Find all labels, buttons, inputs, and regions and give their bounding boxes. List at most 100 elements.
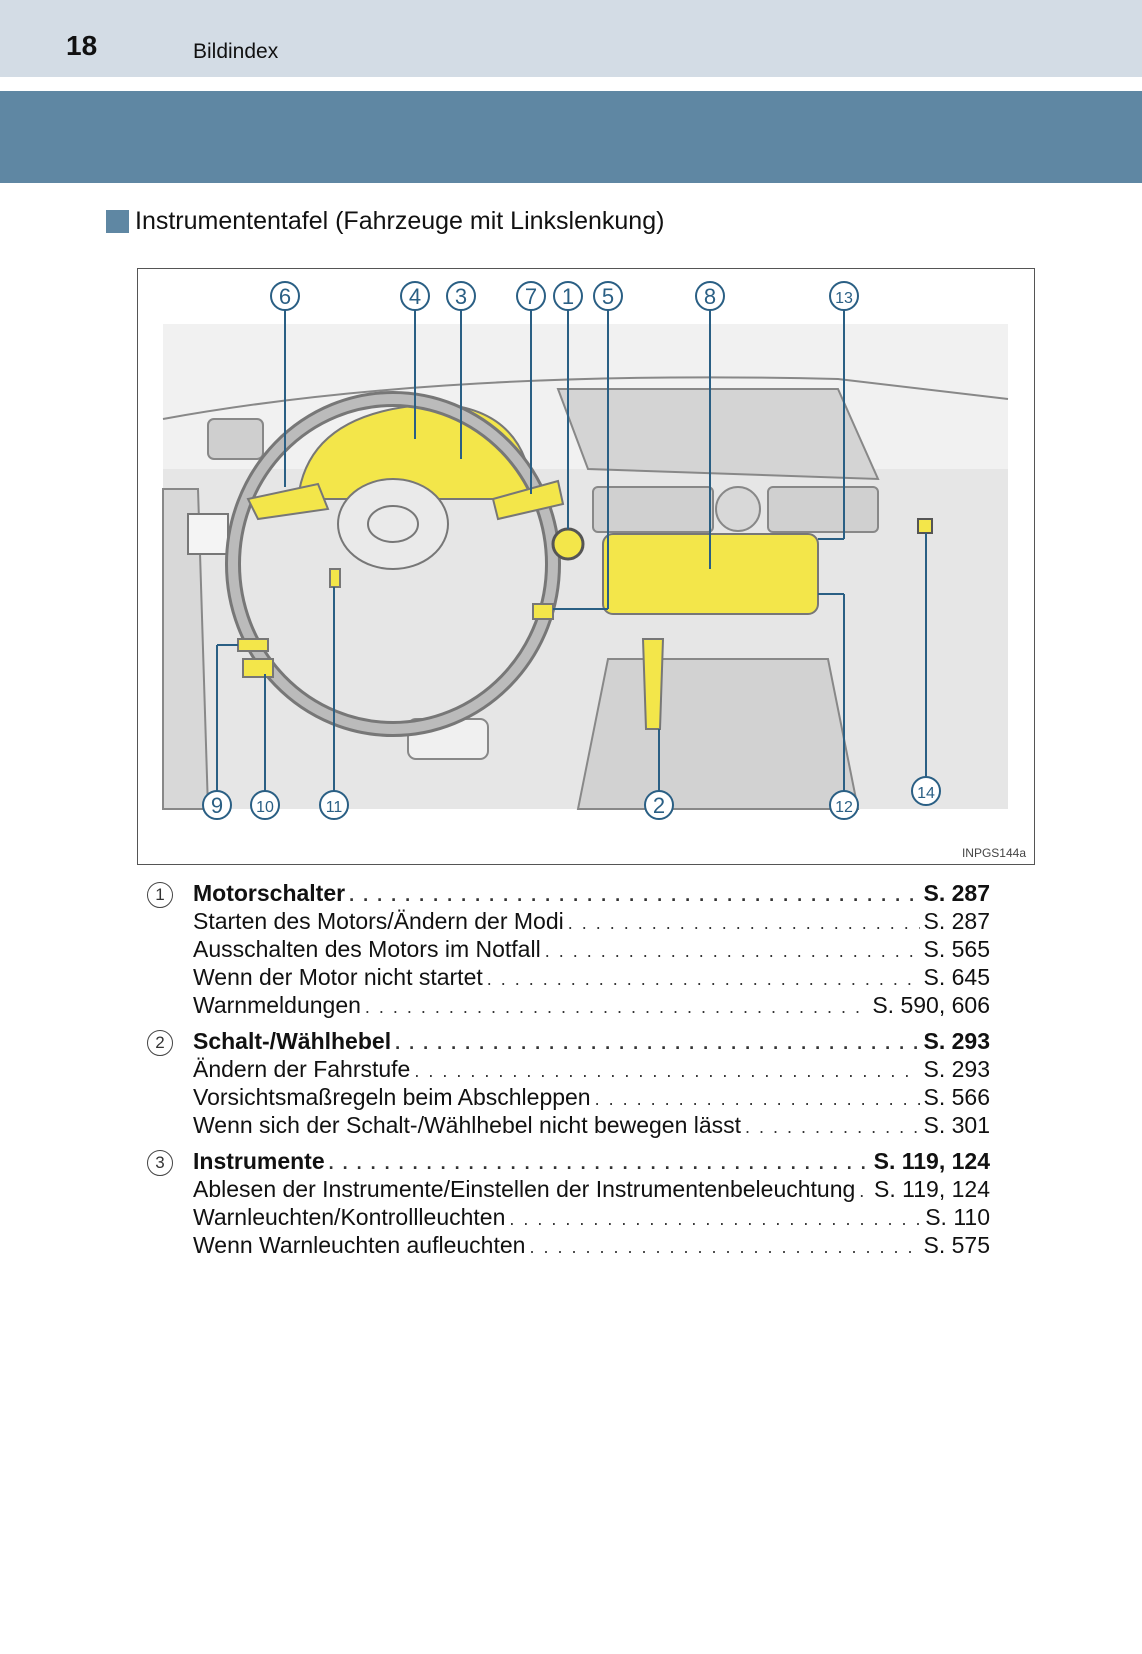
sub-entry: Warnmeldungen S. 590, 606 — [193, 992, 990, 1020]
header-bar: 18 Bildindex — [0, 0, 1142, 77]
sub-entry-label: Wenn Warnleuchten aufleuchten — [193, 1232, 526, 1258]
header-band — [0, 91, 1142, 183]
sub-entry-label: Vorsichtsmaßregeln beim Abschleppen — [193, 1084, 591, 1110]
svg-text:6: 6 — [279, 284, 291, 309]
leader-dots — [545, 941, 920, 962]
callout-12: 12 — [829, 790, 859, 820]
callout-5: 5 — [593, 281, 623, 311]
entry-title: Schalt-/Wählhebel — [193, 1028, 392, 1054]
callout-14: 14 — [911, 776, 941, 806]
leader-dots — [487, 969, 920, 990]
top-callouts: 6 4 3 7 1 5 8 13 — [270, 281, 859, 311]
logo-emblem — [367, 505, 419, 543]
sub-entry-page-link[interactable]: S. 287 — [923, 908, 991, 934]
leader-dots — [745, 1117, 919, 1138]
sub-entry-page-link[interactable]: S. 575 — [923, 1232, 991, 1258]
svg-text:5: 5 — [602, 284, 614, 309]
callout-10: 10 — [250, 790, 280, 820]
index-entry-1: 1 Motorschalter S. 287 Starten des Motor… — [145, 880, 990, 1020]
figure-code: INPGS144a — [961, 846, 1026, 860]
heading-square-icon — [106, 210, 129, 233]
switch-5 — [532, 603, 554, 620]
entry-number: 2 — [147, 1030, 173, 1056]
svg-text:3: 3 — [455, 284, 467, 309]
entry-title: Motorschalter — [193, 880, 346, 906]
sub-entry-label: Ausschalten des Motors im Notfall — [193, 936, 541, 962]
shift-lever — [641, 638, 665, 730]
clock — [715, 486, 761, 532]
leader-dots — [365, 997, 868, 1018]
center-vent-right — [767, 486, 879, 533]
svg-text:9: 9 — [211, 793, 223, 818]
callout-7: 7 — [516, 281, 546, 311]
figure-heading: Instrumententafel (Fahrzeuge mit Linksle… — [106, 207, 664, 236]
svg-text:8: 8 — [704, 284, 716, 309]
callout-6: 6 — [270, 281, 300, 311]
sub-entry: Ausschalten des Motors im Notfall S. 565 — [193, 936, 990, 964]
sub-entry-label: Warnleuchten/Kontrollleuchten — [193, 1204, 506, 1230]
display-screen — [556, 388, 880, 481]
callout-13: 13 — [829, 281, 859, 311]
page-number: 18 — [66, 30, 98, 61]
entry-title-row: Motorschalter S. 287 — [193, 880, 990, 908]
index-entry-3: 3 Instrumente S. 119, 124 Ablesen der In… — [145, 1148, 990, 1260]
sub-entry-page-link[interactable]: S. 645 — [923, 964, 991, 990]
leader-dots — [568, 913, 920, 934]
sub-entry-page-link[interactable]: S. 293 — [923, 1056, 991, 1082]
leader-dots — [414, 1061, 919, 1082]
entry-number: 1 — [147, 882, 173, 908]
sub-entry: Vorsichtsmaßregeln beim Abschleppen S. 5… — [193, 1084, 990, 1112]
entry-page-link[interactable]: S. 293 — [923, 1028, 991, 1054]
sub-entry: Wenn Warnleuchten aufleuchten S. 575 — [193, 1232, 990, 1260]
sub-entry-label: Ändern der Fahrstufe — [193, 1056, 411, 1082]
sub-entry-page-link[interactable]: S. 566 — [923, 1084, 991, 1110]
entry-page-link[interactable]: S. 119, 124 — [873, 1148, 990, 1174]
sub-entry: Ablesen der Instrumente/Einstellen der I… — [193, 1176, 990, 1204]
sub-entry-label: Warnmeldungen — [193, 992, 361, 1018]
center-console — [576, 658, 860, 810]
leader-dots — [509, 1209, 921, 1230]
switch-10 — [242, 658, 274, 678]
entry-title-row: Schalt-/Wählhebel S. 293 — [193, 1028, 990, 1056]
svg-text:13: 13 — [835, 290, 853, 307]
callout-4: 4 — [400, 281, 430, 311]
sub-entry-label: Ablesen der Instrumente/Einstellen der I… — [193, 1176, 856, 1202]
left-vent — [207, 418, 264, 460]
sub-entry: Wenn der Motor nicht startet S. 645 — [193, 964, 990, 992]
svg-text:10: 10 — [256, 799, 274, 816]
entry-number: 3 — [147, 1150, 173, 1176]
callout-8: 8 — [695, 281, 725, 311]
sub-entry: Starten des Motors/Ändern der Modi S. 28… — [193, 908, 990, 936]
leader-dots — [329, 1153, 870, 1174]
sub-entry-page-link[interactable]: S. 590, 606 — [872, 992, 990, 1018]
index-entry-2: 2 Schalt-/Wählhebel S. 293 Ändern der Fa… — [145, 1028, 990, 1140]
leader-dots — [529, 1237, 919, 1258]
index-list: 1 Motorschalter S. 287 Starten des Motor… — [145, 880, 990, 1268]
svg-text:14: 14 — [917, 785, 935, 802]
sub-entry-label: Starten des Motors/Ändern der Modi — [193, 908, 564, 934]
sub-entry-page-link[interactable]: S. 301 — [923, 1112, 991, 1138]
sub-entry: Wenn sich der Schalt-/Wählhebel nicht be… — [193, 1112, 990, 1140]
svg-text:1: 1 — [562, 284, 574, 309]
leader-dots — [859, 1181, 870, 1202]
entry-title: Instrumente — [193, 1148, 325, 1174]
svg-text:2: 2 — [653, 793, 665, 818]
svg-text:7: 7 — [525, 284, 537, 309]
callout-2: 2 — [644, 790, 674, 820]
svg-text:11: 11 — [326, 799, 343, 816]
entry-title-row: Instrumente S. 119, 124 — [193, 1148, 990, 1176]
heading-text: Instrumententafel (Fahrzeuge mit Linksle… — [135, 207, 665, 235]
entry-page-link[interactable]: S. 287 — [923, 880, 991, 906]
callout-1: 1 — [553, 281, 583, 311]
callout-11: 11 — [319, 790, 349, 820]
tilt-lever — [329, 568, 341, 588]
svg-text:4: 4 — [409, 284, 421, 309]
leader-dots — [349, 885, 919, 906]
sub-entry-label: Wenn der Motor nicht startet — [193, 964, 483, 990]
sub-entry-page-link[interactable]: S. 119, 124 — [874, 1176, 990, 1202]
sub-entry-page-link[interactable]: S. 565 — [923, 936, 991, 962]
dashboard-illustration: 6 4 3 7 1 5 8 13 9 10 11 2 12 14 — [162, 281, 1009, 820]
steering-hub — [337, 478, 449, 570]
sub-entry-page-link[interactable]: S. 110 — [925, 1204, 990, 1230]
switch-9 — [237, 638, 269, 652]
